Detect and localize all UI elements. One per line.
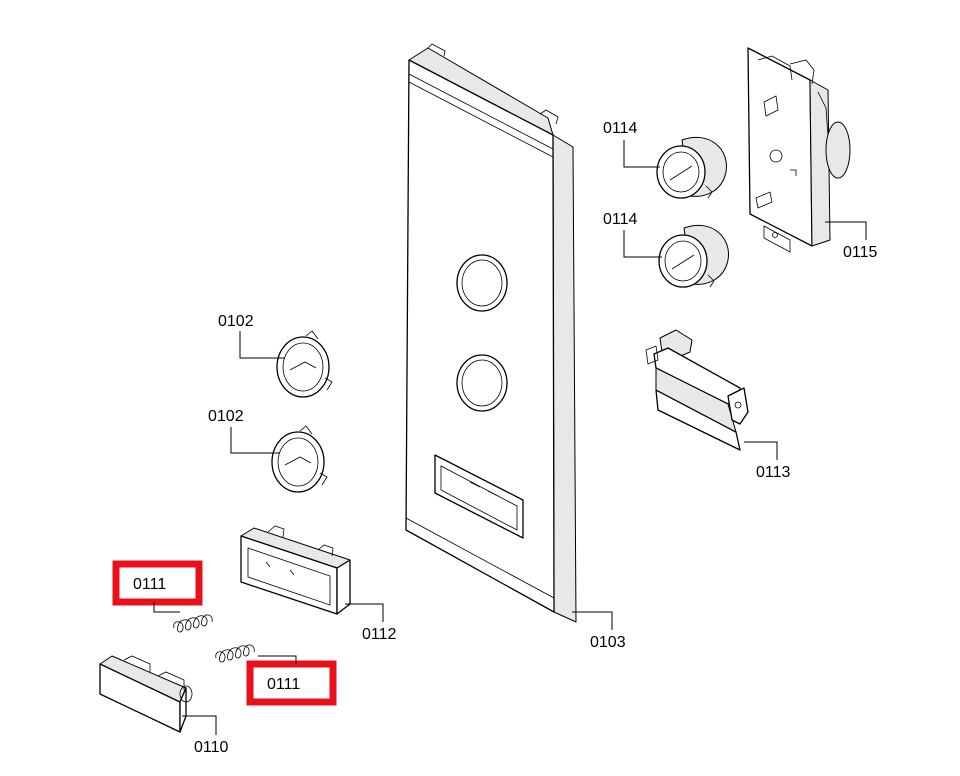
control-panel-part-0103 <box>405 43 577 623</box>
timer-switch-part-0115 <box>747 47 851 253</box>
part-label-0113: 0113 <box>756 464 791 481</box>
part-label-0102-lower: 0102 <box>208 408 244 425</box>
highlight-box-0111-right <box>246 660 337 706</box>
part-label-0111-right: 0111 <box>267 676 300 693</box>
leader-line-0114-upper <box>623 140 660 168</box>
leader-line-0110 <box>182 715 217 735</box>
button-frame-part-0112 <box>240 525 351 615</box>
spring-part-0111-left <box>173 614 213 633</box>
part-label-0114-upper: 0114 <box>603 120 638 137</box>
part-label-0102-upper: 0102 <box>218 313 254 330</box>
leader-line-0111-right <box>258 655 297 664</box>
leader-line-0114-lower <box>623 230 662 258</box>
part-label-0110: 0110 <box>194 739 229 756</box>
part-label-0103: 0103 <box>590 634 626 651</box>
leader-line-0102-lower <box>230 427 280 454</box>
knob-ring-part-0102-upper <box>276 330 333 398</box>
knob-part-0114-lower <box>658 224 729 288</box>
knob-part-0114-upper <box>656 136 727 199</box>
part-label-0112: 0112 <box>362 626 397 643</box>
door-handle-part-0113 <box>645 329 749 451</box>
leader-line-0111-left <box>153 602 180 613</box>
leader-line-0115 <box>825 221 867 240</box>
leader-line-0102-upper <box>239 331 285 359</box>
highlight-box-0111-left <box>112 560 203 606</box>
part-label-0114-lower: 0114 <box>603 211 638 228</box>
knob-ring-part-0102-lower <box>271 425 328 493</box>
leader-line-0103 <box>572 611 613 630</box>
leader-line-0112 <box>345 603 384 622</box>
part-label-0115: 0115 <box>843 244 878 261</box>
leader-line-0113 <box>744 441 778 460</box>
part-label-0111-left: 0111 <box>133 576 166 593</box>
push-button-part-0110 <box>99 655 193 733</box>
spring-part-0111-right <box>215 644 255 663</box>
